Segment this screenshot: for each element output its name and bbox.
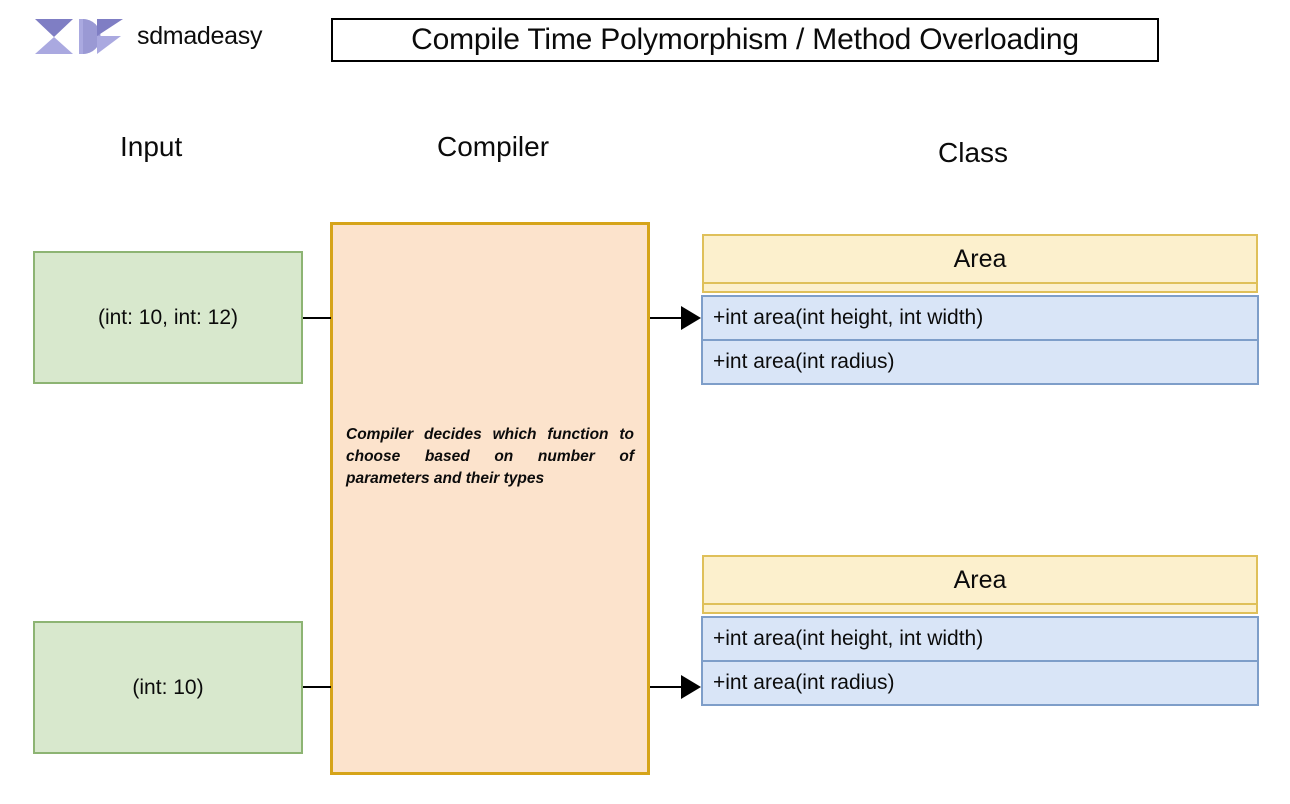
class-box-2-attributes-compartment bbox=[702, 605, 1258, 614]
class-box-1-method-row-2[interactable]: +int area(int radius) bbox=[703, 341, 1257, 385]
input-box-2[interactable]: (int: 10) bbox=[33, 621, 303, 754]
connector-compiler-to-class2 bbox=[650, 686, 686, 688]
connector-compiler-to-class1 bbox=[650, 317, 686, 319]
class-box-2-methods-compartment: +int area(int height, int width) +int ar… bbox=[701, 616, 1259, 706]
arrowhead-to-class1-icon bbox=[681, 306, 701, 330]
class-box-1-header: Area bbox=[702, 234, 1258, 284]
column-heading-class: Class bbox=[938, 137, 1009, 168]
xde-logo-icon bbox=[35, 19, 123, 54]
input-box-1[interactable]: (int: 10, int: 12) bbox=[33, 251, 303, 384]
connector-input2-to-compiler bbox=[303, 686, 331, 688]
class-box-2-name: Area bbox=[953, 565, 1007, 594]
input-box-2-label: (int: 10) bbox=[132, 675, 204, 699]
column-heading-input: Input bbox=[120, 131, 183, 162]
arrowhead-to-class2-icon bbox=[681, 675, 701, 699]
class-box-1-name: Area bbox=[953, 244, 1007, 273]
class-box-1-methods-compartment: +int area(int height, int width) +int ar… bbox=[701, 295, 1259, 385]
class-box-1-attributes-compartment bbox=[702, 284, 1258, 293]
class-box-1[interactable]: Area +int area(int height, int width) +i… bbox=[701, 234, 1259, 385]
class-box-1-method-row-1[interactable]: +int area(int height, int width) bbox=[703, 297, 1257, 341]
brand-logo-group: sdmadeasy bbox=[33, 16, 262, 56]
page-title: Compile Time Polymorphism / Method Overl… bbox=[411, 23, 1079, 56]
input-box-1-label: (int: 10, int: 12) bbox=[97, 305, 239, 329]
class-box-2[interactable]: Area +int area(int height, int width) +i… bbox=[701, 555, 1259, 706]
class-box-2-method-row-1[interactable]: +int area(int height, int width) bbox=[703, 618, 1257, 662]
page-title-box: Compile Time Polymorphism / Method Overl… bbox=[331, 18, 1159, 62]
class-box-2-header: Area bbox=[702, 555, 1258, 605]
column-heading-compiler: Compiler bbox=[437, 131, 550, 162]
compiler-box[interactable]: Compiler decides which function to choos… bbox=[330, 222, 650, 775]
brand-name: sdmadeasy bbox=[137, 21, 263, 50]
connector-input1-to-compiler bbox=[303, 317, 331, 319]
class-box-2-method-row-2[interactable]: +int area(int radius) bbox=[703, 662, 1257, 706]
compiler-note-text: Compiler decides which function to choos… bbox=[346, 426, 634, 487]
